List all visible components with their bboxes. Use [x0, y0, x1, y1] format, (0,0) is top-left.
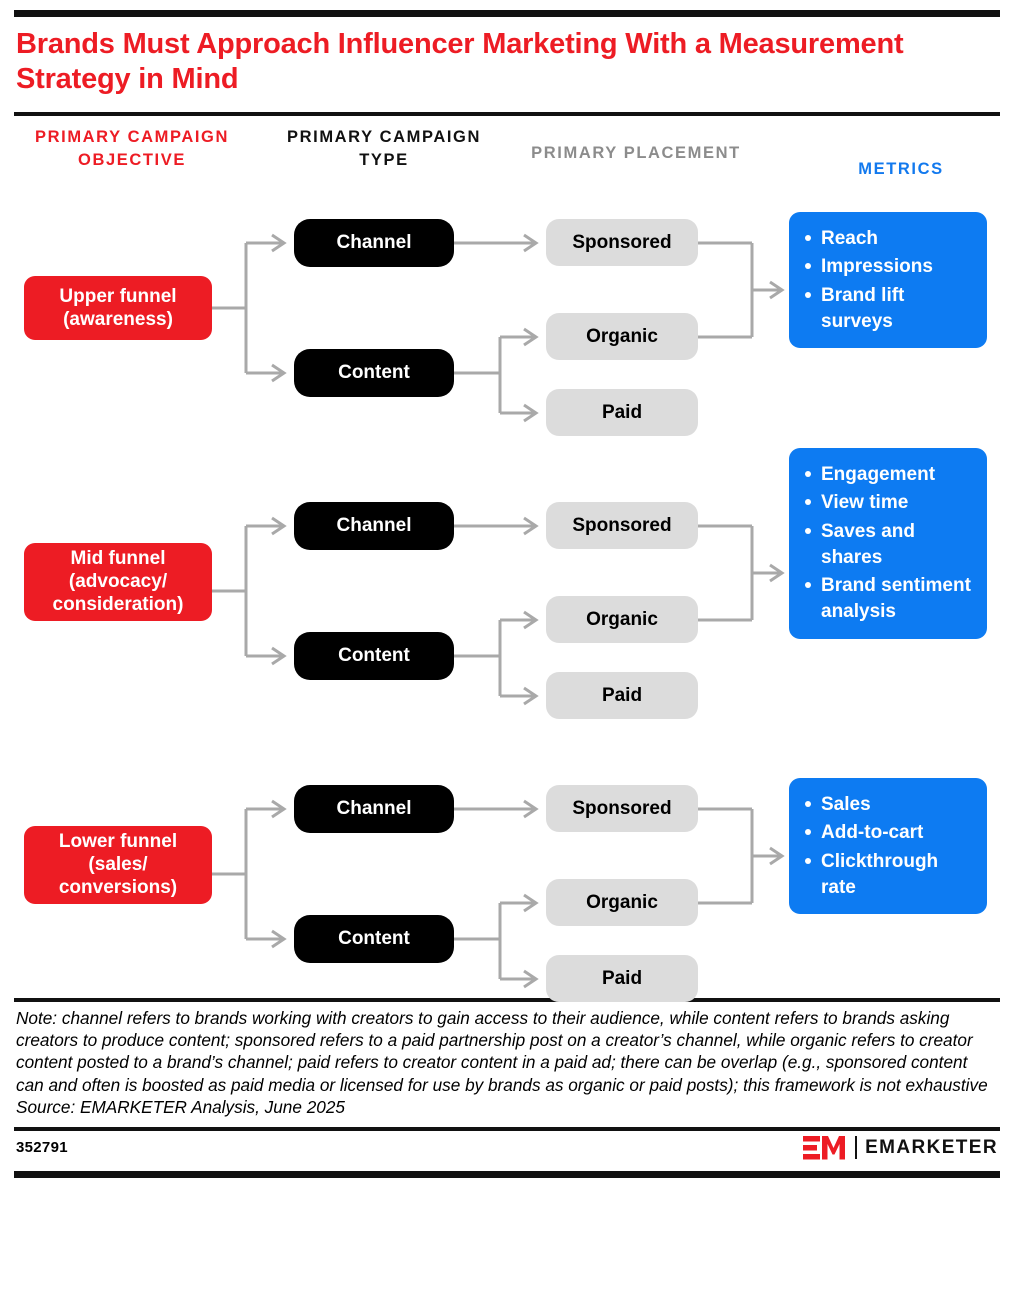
metrics-box-row3[interactable]: Sales Add-to-cart Clickthrough rate: [789, 777, 987, 915]
objective-box-mid-funnel[interactable]: Mid funnel (advocacy/ consideration): [24, 542, 212, 621]
campaign-type-content-row2[interactable]: Content: [294, 631, 454, 680]
note-block: Note: channel refers to brands working w…: [14, 1002, 1000, 1121]
placement-organic-row3[interactable]: Organic: [546, 878, 698, 926]
header-primary-campaign-objective: PRIMARY CAMPAIGN OBJECTIVE: [35, 127, 229, 170]
metric-item: Reach: [805, 226, 977, 252]
document-id: 352791: [16, 1139, 68, 1157]
top-rule: [14, 10, 1000, 17]
page-title: Brands Must Approach Influencer Marketin…: [16, 28, 904, 96]
metric-item: Sales: [805, 792, 977, 818]
placement-paid-row3[interactable]: Paid: [546, 954, 698, 1002]
objective-box-upper-funnel[interactable]: Upper funnel (awareness): [24, 275, 212, 340]
emarketer-logo: EMARKETER: [803, 1135, 998, 1160]
title-rule: [14, 111, 1000, 116]
campaign-type-channel-row3[interactable]: Channel: [294, 784, 454, 833]
logo-divider: [855, 1136, 858, 1160]
placement-sponsored-row1[interactable]: Sponsored: [546, 218, 698, 266]
header-metrics: METRICS: [858, 159, 944, 178]
metric-item: Brand lift surveys: [805, 283, 977, 334]
campaign-type-content-row3[interactable]: Content: [294, 914, 454, 963]
metric-item: Saves and shares: [805, 519, 977, 570]
column-headers: PRIMARY CAMPAIGN OBJECTIVE PRIMARY CAMPA…: [14, 116, 1000, 208]
placement-organic-row1[interactable]: Organic: [546, 312, 698, 360]
metrics-box-row1[interactable]: Reach Impressions Brand lift surveys: [789, 211, 987, 349]
objective-box-lower-funnel[interactable]: Lower funnel (sales/ conversions): [24, 825, 212, 904]
metric-item: Brand sentiment analysis: [805, 573, 977, 624]
emarketer-wordmark: EMARKETER: [865, 1136, 998, 1158]
header-primary-campaign-type: PRIMARY CAMPAIGN TYPE: [287, 127, 481, 170]
footer: 352791 EMARKETER: [14, 1131, 1000, 1165]
campaign-type-channel-row2[interactable]: Channel: [294, 501, 454, 550]
metric-item: Engagement: [805, 462, 977, 488]
note-bottom-rule: [14, 1126, 1000, 1131]
placement-paid-row1[interactable]: Paid: [546, 388, 698, 436]
placement-paid-row2[interactable]: Paid: [546, 671, 698, 719]
placement-sponsored-row2[interactable]: Sponsored: [546, 501, 698, 549]
note-top-rule: [14, 997, 1000, 1002]
placement-sponsored-row3[interactable]: Sponsored: [546, 784, 698, 832]
funnel-diagram: Upper funnel (awareness) Channel Content…: [14, 208, 1000, 1002]
metric-item: Clickthrough rate: [805, 849, 977, 900]
footer-rule: [14, 1170, 1000, 1178]
campaign-type-channel-row1[interactable]: Channel: [294, 218, 454, 267]
infographic-sheet: Brands Must Approach Influencer Marketin…: [0, 10, 1014, 1290]
metrics-box-row2[interactable]: Engagement View time Saves and shares Br…: [789, 447, 987, 639]
note-text: Note: channel refers to brands working w…: [16, 1007, 988, 1095]
placement-organic-row2[interactable]: Organic: [546, 595, 698, 643]
metric-item: View time: [805, 490, 977, 516]
metric-item: Add-to-cart: [805, 820, 977, 846]
campaign-type-content-row1[interactable]: Content: [294, 348, 454, 397]
source-text: Source: EMARKETER Analysis, June 2025: [16, 1097, 345, 1118]
em-logomark-icon: [803, 1135, 846, 1160]
header-primary-placement: PRIMARY PLACEMENT: [531, 143, 741, 162]
metric-item: Impressions: [805, 254, 977, 280]
